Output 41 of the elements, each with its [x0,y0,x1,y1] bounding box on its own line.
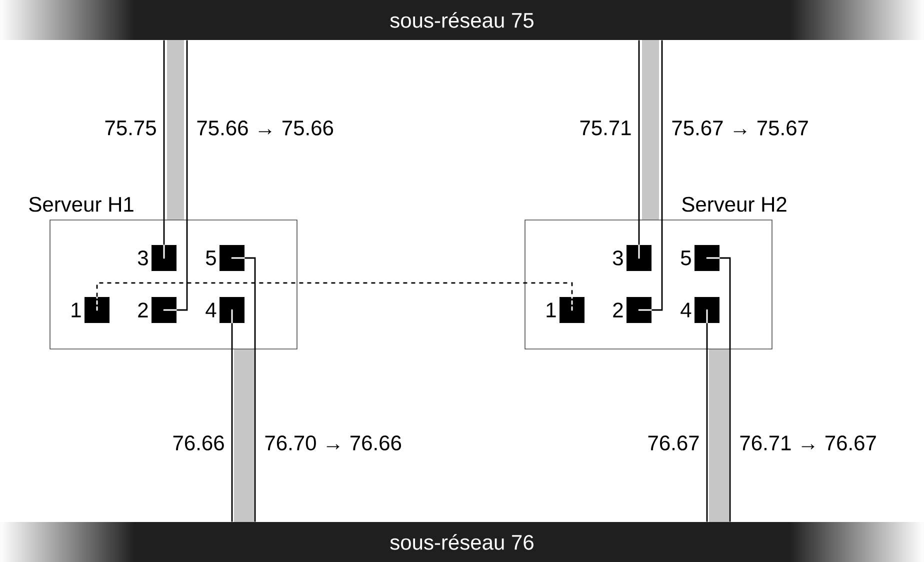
port: 1 [546,296,584,323]
node-label: Serveur H2 [682,196,786,212]
cable-line [163,40,165,245]
node-label: 5 [680,250,691,266]
cable-line [231,323,233,522]
edge-label: 76.67 [648,436,699,450]
edge-label: 76.71 → 76.67 [740,436,876,450]
cable-line [720,257,731,522]
edge-label: 76.66 [173,436,224,450]
port: 3 [138,244,176,271]
node-label: 4 [206,302,216,318]
edge-label: 75.66 → 75.66 [197,120,334,136]
node-label: 1 [72,302,81,318]
port: 2 [138,297,178,323]
port: 4 [680,297,720,324]
edge-label: 75.75 [105,120,156,136]
edge-label: 75.67 → 75.67 [672,120,808,136]
cable-line [244,257,256,522]
node-label: 3 [612,250,623,266]
node-label: 2 [613,302,623,318]
subnet-bar: sous-réseau 76 [0,522,924,562]
cable-line [638,40,640,245]
port: 4 [206,297,244,324]
subnet-bar: sous-réseau 75 [0,0,924,40]
node-label: 4 [680,302,692,318]
port: 5 [206,245,246,271]
cable-line [96,282,573,297]
port: 5 [680,245,721,271]
node-label: 3 [138,250,148,266]
cable-line [706,323,708,522]
node-label: 2 [138,302,148,318]
cable-line [652,40,663,311]
node-label: Serveur H1 [29,196,134,212]
port: 2 [613,297,653,323]
port: 1 [72,296,110,323]
node-label: 5 [206,250,216,266]
port: 3 [612,244,652,271]
edge-label: 75.71 [580,120,631,136]
cable-line [176,40,188,311]
edge-label: 76.70 → 76.66 [265,436,402,450]
node-label: 1 [546,302,556,318]
